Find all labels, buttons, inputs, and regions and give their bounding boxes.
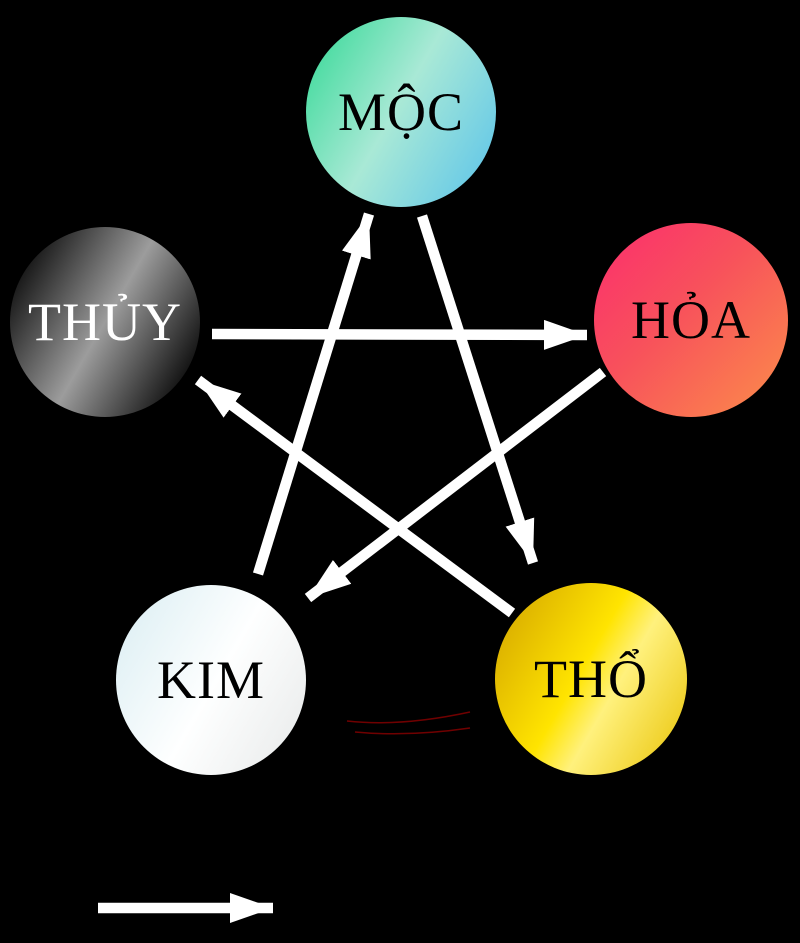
arrow-hoa-to-kim	[304, 367, 607, 603]
element-node-moc: MỘC	[306, 17, 496, 207]
faint-arc-1	[346, 711, 471, 724]
element-node-kim: KIM	[116, 585, 306, 775]
element-node-hoa: HỎA	[594, 223, 788, 417]
element-label-tho: THỔ	[534, 649, 648, 709]
element-label-kim: KIM	[157, 650, 265, 710]
element-label-moc: MỘC	[337, 82, 465, 142]
arrow-kim-to-moc	[252, 212, 375, 576]
element-node-thuy: THỦY	[10, 227, 200, 417]
faint-red-arcs	[346, 711, 471, 735]
faint-arc-2	[354, 727, 471, 735]
element-label-hoa: HỎA	[631, 290, 751, 350]
arrow-tho-to-thuy	[194, 375, 516, 618]
element-label-thuy: THỦY	[28, 292, 182, 352]
overcoming-cycle-arrows	[194, 212, 607, 618]
arrow-thuy-to-hoa	[211, 319, 588, 350]
arrow-moc-to-tho	[416, 214, 539, 565]
element-node-tho: THỔ	[495, 583, 687, 775]
